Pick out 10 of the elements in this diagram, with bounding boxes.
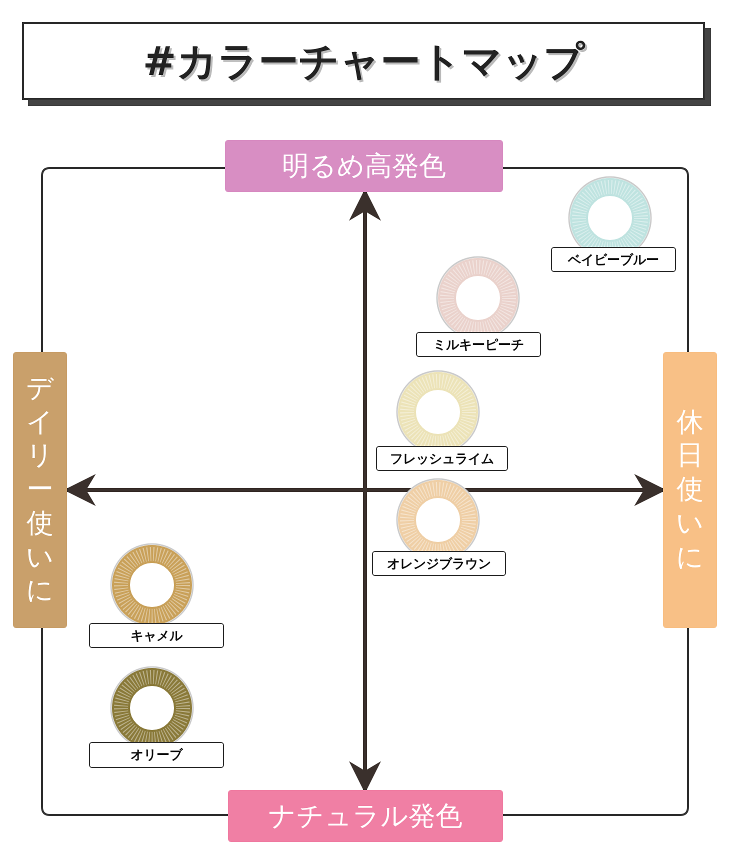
lens-name-label: オレンジブラウン — [372, 551, 506, 576]
axis-label-band: 明るめ高発色 — [225, 140, 503, 192]
axis-label-band: ナチュラル発色 — [228, 790, 503, 842]
axis-label-band: デイリー使いに — [13, 352, 67, 628]
axis-label-band: 休日使いに — [663, 352, 717, 628]
lens-name-label: オリーブ — [89, 742, 224, 768]
lens-name-label: キャメル — [89, 623, 224, 648]
lens-name-label: フレッシュライム — [376, 446, 508, 471]
lens-name-label: ミルキーピーチ — [416, 332, 541, 357]
lens-name-label: ベイビーブルー — [551, 247, 676, 272]
